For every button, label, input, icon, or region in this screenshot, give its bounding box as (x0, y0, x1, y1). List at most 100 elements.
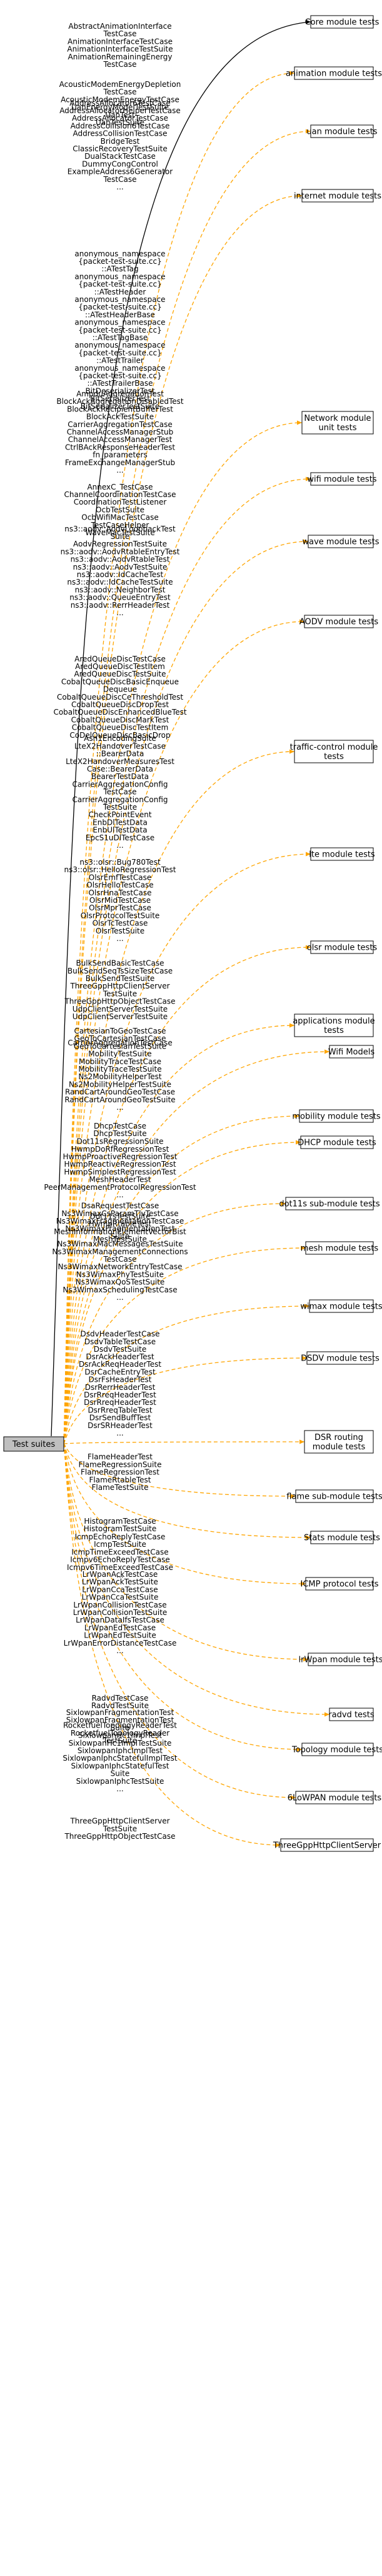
module-node-2[interactable]: uan module tests (306, 124, 378, 138)
edge-label-line: ns3::aodv::QueueEntryTest (69, 593, 171, 602)
edge-label-line: AddressCollision6TestCase (71, 121, 170, 130)
edge-label-line: CobaltQueueDiscTestItem (72, 723, 169, 732)
edge-label-line: AcousticModemEnergyDepletion (59, 80, 181, 89)
module-node-label: Core module tests (305, 18, 379, 28)
edge-label-line: RocketfuelTopologyReader (71, 1729, 169, 1738)
edge-label-line: anonymous_namespace (74, 295, 165, 304)
root-node-test-suites[interactable]: Test suites (3, 1436, 64, 1452)
arrowhead-15 (281, 1201, 286, 1206)
edge-label-line: HwmpSimplestRegressionTest (64, 1167, 176, 1176)
module-node-9[interactable]: lte module tests (309, 847, 375, 861)
module-node-box (295, 1791, 374, 1804)
module-node-7[interactable]: AODV module tests (299, 615, 379, 628)
edge-label-line: ... (116, 841, 123, 850)
edge-label-line: Dot11sTestSuite (89, 1212, 150, 1220)
module-node-box (304, 1430, 374, 1454)
edge-label-line: Dot11sRegressionSuite (76, 1137, 163, 1146)
edge-label-line: ns3::aodv::AodvTestSuite (73, 563, 168, 571)
module-node-18[interactable]: DSDV module tests (301, 1351, 379, 1365)
module-node-22[interactable]: ICMP protocol tests (301, 1577, 379, 1591)
edge-label-line: MobilityTestSuite (88, 1050, 151, 1059)
edge-label-line: LrWpanCcaTestCase (82, 1585, 158, 1594)
edge-label-line: {packet-test-suite.cc} (78, 371, 161, 380)
module-node-box (310, 1531, 374, 1544)
edge-16 (63, 1247, 306, 1444)
edge-label-line: BitDeserializerTest (85, 386, 154, 395)
module-node-25[interactable]: Topology module tests (291, 1743, 382, 1756)
module-node-16[interactable]: mesh module tests (301, 1241, 379, 1255)
module-node-1[interactable]: animation module tests (286, 66, 382, 80)
module-node-26[interactable]: 6LoWPAN module tests (288, 1791, 382, 1804)
edge-label-line: ClassicRecoveryTestSuite (73, 144, 167, 153)
module-node-17[interactable]: wimax module tests (300, 1299, 382, 1313)
edge-label-line: OcbTestSuite (96, 505, 144, 514)
edge-25 (63, 1443, 303, 1750)
edge-label-line: OlsrMprTestCase (89, 903, 151, 912)
module-node-label: module tests (313, 1442, 366, 1452)
edge-label-line: HwmpReactiveRegressionTest (64, 1160, 176, 1169)
module-node-21[interactable]: Stats module tests (304, 1531, 380, 1544)
arrowhead-25 (297, 1747, 302, 1752)
edge-label-line: DsrAckReqHeaderTest (79, 1360, 161, 1369)
edge-8 (63, 751, 295, 1444)
edge-label-line: Ns3WimaxMacMessagesTestSuite (57, 1240, 183, 1249)
edge-label-line: MobilityTraceTestSuite (78, 1065, 161, 1074)
module-node-box (304, 615, 374, 628)
module-node-24[interactable]: radvd tests (328, 1708, 374, 1721)
edge-label-line: RocketfuelTopologyReaderTest (63, 1721, 177, 1730)
module-node-23[interactable]: lrWpan module tests (299, 1653, 382, 1666)
module-node-label: lte module tests (309, 850, 375, 860)
module-node-14[interactable]: DHCP module tests (298, 1135, 376, 1149)
module-node-12[interactable]: Wifi Models (328, 1045, 375, 1059)
module-node-label: uan module tests (306, 128, 377, 137)
edge-label-line: DsdvTableTestCase (84, 1337, 156, 1346)
edge-label-line: ::ATestTagBase (93, 333, 148, 342)
edge-label-line: Asn1EncodingSuite (84, 734, 156, 743)
arrowhead-27 (276, 1843, 281, 1848)
module-node-5[interactable]: wifi module tests (307, 472, 377, 486)
edge-label-line: DsrRreqHeaderTest (84, 1398, 156, 1407)
edge-label-line: UanEnergyModelTestSuite (71, 103, 169, 112)
edge-label-line: Ns3WimaxFragmentationTestCase (56, 1217, 184, 1225)
module-node-13[interactable]: mobility module tests (292, 1109, 381, 1123)
edge-label-line: DsdvTestSuite (94, 1345, 147, 1354)
edge-12 (63, 1051, 330, 1444)
edge-label-line: AredQueueDiscTestSuite (74, 670, 166, 678)
module-node-15[interactable]: dot11s sub-module tests (279, 1197, 380, 1210)
edge-label-line: Ns3WimaxFragmentationTest (65, 1224, 175, 1233)
edge-label-line: fn_parameters (93, 451, 147, 460)
edge-label-line: MeshHeaderTest (89, 1175, 151, 1184)
edge-label-line: FlameRtableTest (89, 1476, 151, 1484)
edge-label-line: DsrRerrHeaderTest (85, 1383, 156, 1392)
module-node-10[interactable]: olsr module tests (307, 940, 378, 954)
edge-2 (63, 131, 311, 1444)
edge-label-line: EnbDlTestData (93, 818, 148, 827)
edge-label-line: HistogramTestCase (84, 1517, 156, 1526)
edge-label-line: HistogramTestSuite (84, 1524, 157, 1533)
edge-label-line: {packet-test-suite.cc} (78, 280, 161, 289)
arrowhead-9 (306, 852, 311, 857)
module-node-3[interactable]: internet module tests (294, 189, 381, 203)
edge-label-line: anonymous_namespace (74, 341, 165, 350)
module-node-box (305, 1241, 374, 1255)
edge-label-line: TestCase (103, 88, 137, 96)
edge-label-line: CoDelQueueDiscBasicDrop (69, 731, 170, 740)
edge-label-line: DhcpTestCase (94, 1122, 146, 1130)
edge-label-line: Ns2MobilityHelperTest (78, 1072, 162, 1081)
module-node-label: animation module tests (286, 69, 382, 79)
module-node-27[interactable]: ThreeGppHttpClientServer (273, 1838, 381, 1852)
module-node-6[interactable]: wave module tests (302, 535, 379, 548)
edge-label-line: OlsrHelloTestCase (86, 881, 153, 890)
edge-label-line: ChannelCoordinationTestCase (64, 490, 176, 499)
edge-label-line: LteX2HandoverMeasuresTest (66, 757, 174, 766)
edge-label-line: CarrierAggregationConfig (73, 795, 168, 804)
module-node-20[interactable]: flame sub-module tests (286, 1489, 382, 1503)
edge-label-line: OlsrMidTestCase (89, 896, 151, 905)
edge-label-line: IcmpEchoReplyTestCase (75, 1532, 166, 1541)
module-node-0[interactable]: Core module tests (305, 15, 379, 29)
edge-label-line: UanTest (105, 111, 135, 119)
